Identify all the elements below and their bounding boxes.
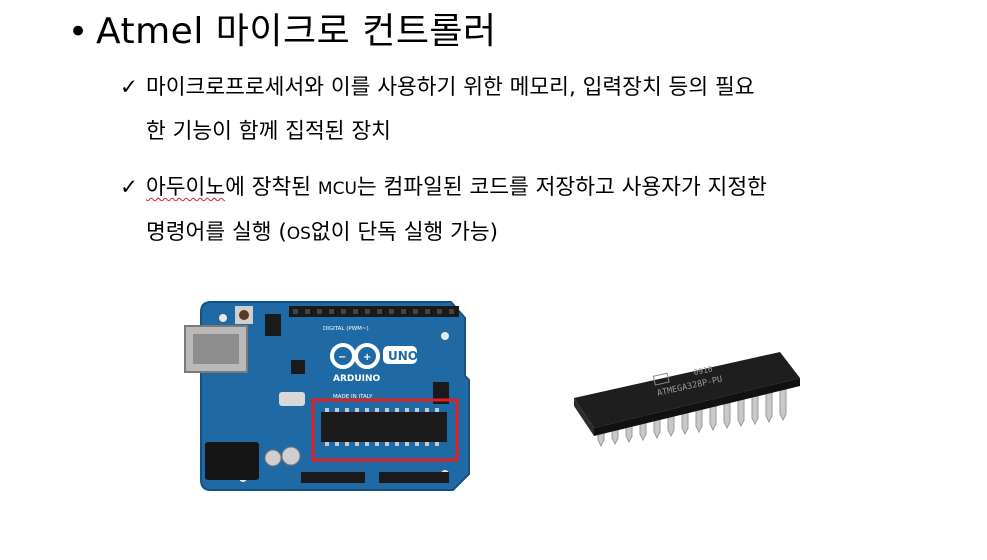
bullet-1-line-2: 한 기능이 함께 집적된 장치 bbox=[146, 119, 391, 144]
os-term: OS bbox=[286, 224, 311, 244]
bullet-2-line-2: 명령어를 실행 (OS없이 단독 실행 가능) bbox=[120, 211, 767, 256]
bullet-2-text-b: 는 컴파일된 코드를 저장하고 사용자가 지정한 bbox=[356, 175, 767, 200]
arduino-uno-board-image: − + UNO ARDUINO DIGITAL (PWM~) MADE IN I… bbox=[184, 301, 470, 491]
board-digital-label: DIGITAL (PWM~) bbox=[323, 326, 369, 332]
title-bullet: • bbox=[68, 12, 89, 52]
slide-title: • Atmel 마이크로 컨트롤러 bbox=[68, 10, 497, 54]
board-brand: ARDUINO bbox=[333, 374, 381, 384]
bullet-2-text-c: 명령어를 실행 ( bbox=[146, 220, 287, 245]
bullet-item-2: ✓ 아두이노에 장착된 MCU는 컴파일된 코드를 저장하고 사용자가 지정한 명… bbox=[120, 166, 767, 256]
bullet-2-text-d: 없이 단독 실행 가능) bbox=[310, 220, 499, 245]
spellcheck-word-arduino: 아두이노 bbox=[146, 175, 226, 200]
mcu-highlight-box bbox=[311, 398, 459, 462]
title-text: Atmel 마이크로 컨트롤러 bbox=[96, 11, 497, 52]
atmega-chip-image: 0916 ATMEGA328P-PU bbox=[574, 352, 800, 448]
checkmark-icon: ✓ bbox=[120, 75, 139, 100]
chip-date-code: 0916 bbox=[693, 364, 714, 377]
bullet-2-text-a: 에 장착된 bbox=[225, 175, 318, 200]
bullet-1-line-1: 마이크로프로세서와 이를 사용하기 위한 메모리, 입력장치 등의 필요 bbox=[146, 75, 755, 100]
mcu-term: MCU bbox=[317, 179, 357, 199]
board-made-in: MADE IN ITALY bbox=[333, 394, 373, 400]
board-logo-text: UNO bbox=[388, 349, 418, 363]
svg-text:−: − bbox=[338, 352, 346, 363]
svg-text:+: + bbox=[363, 352, 371, 363]
checkmark-icon: ✓ bbox=[120, 175, 139, 200]
bullet-item-1: ✓ 마이크로프로세서와 이를 사용하기 위한 메모리, 입력장치 등의 필요 한 … bbox=[120, 66, 755, 154]
